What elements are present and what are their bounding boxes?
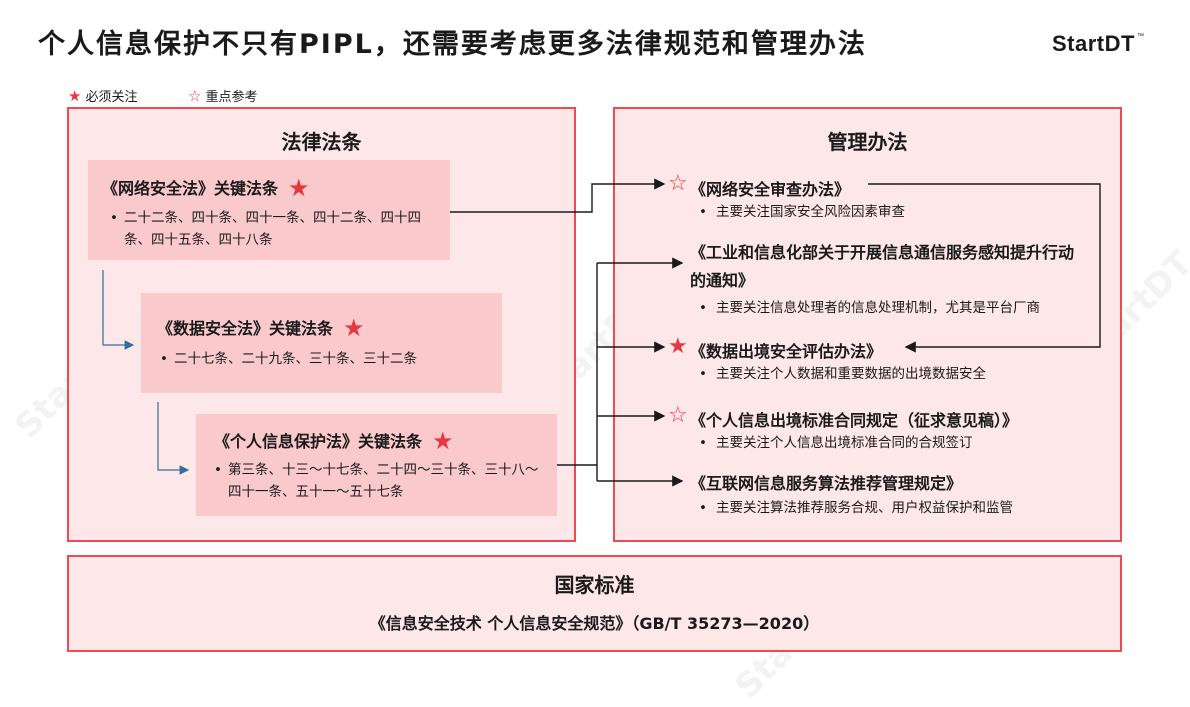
law-title: 《网络安全法》关键法条 ★ — [102, 174, 310, 202]
law-title: 《数据安全法》关键法条 ★ — [157, 314, 365, 342]
regs-panel-title: 管理办法 — [827, 130, 908, 154]
legend-must-label: 必须关注 — [85, 90, 138, 105]
law-box-pipl: 《个人信息保护法》关键法条 ★ 第三条、十三～十七条、二十四～三十条、三十八～四十… — [196, 414, 557, 516]
law-box-cybersecurity: 《网络安全法》关键法条 ★ 二十二条、四十条、四十一条、四十二条、四十四条、四十五… — [88, 160, 450, 260]
page-title: 个人信息保护不只有PIPL，还需要考虑更多法律规范和管理办法 — [38, 29, 867, 60]
solid-star-icon: ★ — [68, 86, 82, 105]
standard-panel-title: 国家标准 — [554, 573, 635, 597]
law-articles: 二十七条、二十九条、三十条、三十二条 — [160, 348, 494, 370]
outline-star-icon: ☆ — [188, 86, 202, 105]
reg-title: 《网络安全审查办法》 — [690, 180, 851, 199]
outline-star-icon: ☆ — [668, 403, 688, 428]
solid-star-icon: ★ — [288, 174, 310, 202]
law-to-reg-connector — [450, 178, 666, 213]
legend-ref: ☆ 重点参考 — [188, 86, 258, 106]
standard-panel: 国家标准 《信息安全技术 个人信息安全规范》（GB/T 35273—2020） — [67, 555, 1122, 652]
reg-note: 主要关注算法推荐服务合规、用户权益保护和监管 — [699, 496, 1013, 516]
legend-must: ★ 必须关注 — [68, 86, 138, 106]
connector-lines — [102, 178, 1101, 487]
law-flow-connector — [157, 402, 190, 475]
reg-note: 主要关注国家安全风险因素审查 — [699, 200, 905, 220]
law-articles: 二十二条、四十条、四十一条、四十二条、四十四条、四十五条、四十八条 — [110, 207, 424, 251]
standard-text: 《信息安全技术 个人信息安全规范》（GB/T 35273—2020） — [369, 614, 820, 633]
reg-note: 主要关注个人数据和重要数据的出境数据安全 — [699, 362, 986, 382]
solid-star-icon: ★ — [343, 314, 365, 342]
solid-star-icon: ★ — [432, 427, 454, 455]
law-title-text: 《网络安全法》关键法条 — [102, 179, 279, 198]
law-title-text: 《数据安全法》关键法条 — [157, 319, 334, 338]
laws-panel-title: 法律法条 — [281, 130, 362, 154]
reg-note: 主要关注个人信息出境标准合同的合规签订 — [699, 431, 973, 451]
outline-star-icon: ☆ — [668, 171, 688, 196]
reg-title: 《数据出境安全评估办法》 — [690, 342, 883, 361]
reg-note: 主要关注信息处理者的信息处理机制，尤其是平台厂商 — [699, 296, 1040, 316]
trademark-mark: ™ — [1136, 33, 1145, 40]
reg-title: 《互联网信息服务算法推荐管理规定》 — [690, 474, 963, 493]
solid-star-icon: ★ — [668, 334, 688, 359]
reg-title: 《工业和信息化部关于开展信息通信服务感知提升行动的通知》 — [690, 243, 1075, 290]
law-title: 《个人信息保护法》关键法条 ★ — [214, 427, 454, 455]
reg-to-reg-connector — [868, 183, 1101, 353]
law-flow-connector — [102, 270, 135, 350]
law-articles: 第三条、十三～十七条、二十四～三十条、三十八～四十一条、五十一～五十七条 — [214, 459, 540, 503]
law-title-text: 《个人信息保护法》关键法条 — [214, 432, 423, 451]
legend-ref-label: 重点参考 — [205, 90, 258, 105]
regs-panel: 管理办法 — [613, 107, 1122, 542]
logo-text: StartDT — [1052, 31, 1135, 56]
law-box-data-security: 《数据安全法》关键法条 ★ 二十七条、二十九条、三十条、三十二条 — [141, 293, 502, 393]
reg-title: 《个人信息出境标准合同规定（征求意见稿）》 — [690, 411, 1019, 430]
